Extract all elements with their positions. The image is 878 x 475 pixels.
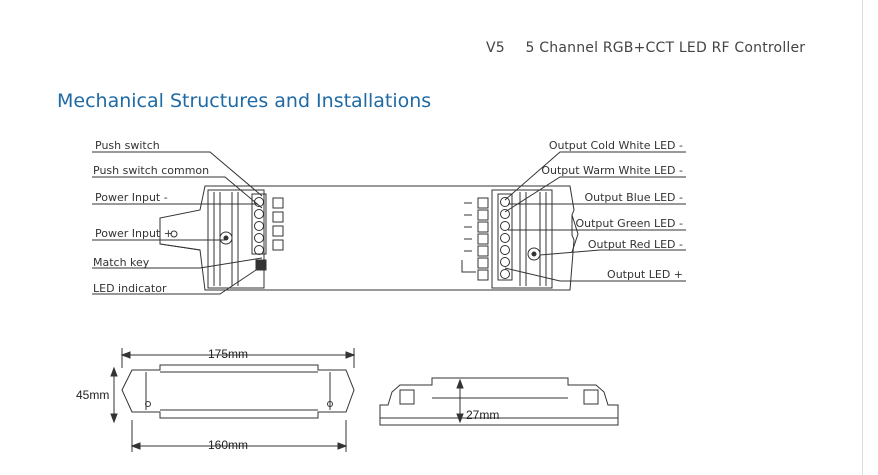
dimension-drawing-top-view (110, 348, 356, 452)
page-edge-line (862, 0, 863, 475)
label-output-green: Output Green LED - (575, 217, 683, 230)
label-output-warm-white: Output Warm White LED - (541, 164, 683, 177)
label-output-cold-white: Output Cold White LED - (548, 139, 683, 152)
document-header: V5 5 Channel RGB+CCT LED RF Controller (486, 40, 805, 56)
label-power-input-plus: Power Input + (95, 227, 173, 240)
dimension-175mm: 175mm (208, 347, 249, 361)
left-leader-lines (92, 151, 263, 295)
dimension-45mm: 45mm (76, 388, 110, 402)
header-version: V5 (486, 40, 505, 56)
header-title: 5 Channel RGB+CCT LED RF Controller (525, 40, 806, 56)
section-title: Mechanical Structures and Installations (57, 90, 432, 112)
dimension-27mm: 27mm (466, 408, 500, 422)
label-power-input-minus: Power Input - (95, 191, 168, 204)
dimension-160mm: 160mm (208, 438, 249, 452)
dimension-drawing-side-view (379, 377, 619, 426)
label-led-indicator: LED indicator (93, 282, 167, 295)
controller-body (159, 185, 579, 291)
label-output-plus: Output LED + (607, 268, 683, 281)
label-output-blue: Output Blue LED - (584, 191, 683, 204)
label-match-key: Match key (93, 256, 150, 269)
label-output-red: Output Red LED - (587, 238, 683, 251)
label-push-switch-common: Push switch common (93, 164, 210, 177)
label-push-switch: Push switch (95, 139, 160, 152)
right-leader-lines (504, 151, 686, 282)
